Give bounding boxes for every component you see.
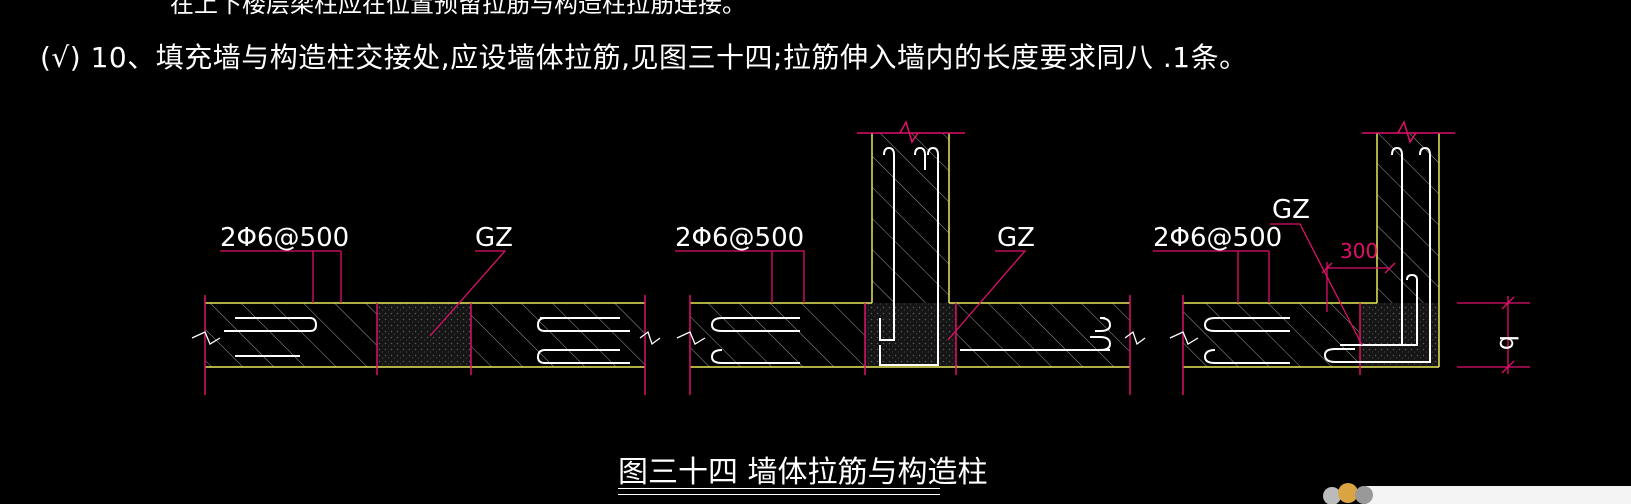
column-label: GZ	[475, 223, 513, 253]
break-line-icon	[899, 120, 919, 144]
detail-1-straight-wall: 2Φ6@500 GZ	[191, 223, 661, 395]
break-line-icon	[1169, 331, 1199, 345]
break-line-icon	[1124, 330, 1146, 346]
column-core	[377, 303, 471, 367]
rebar-label: 2Φ6@500	[220, 223, 349, 253]
rebar-label: 2Φ6@500	[1153, 223, 1282, 253]
detail-2-tee-wall: 2Φ6@500 GZ	[675, 120, 1146, 395]
column-label: GZ	[997, 223, 1035, 253]
thickness-label: b	[1494, 335, 1522, 350]
note-cut-line: 在上下楼层梁柱应在位置预留拉筋与构造柱拉筋连接。	[170, 0, 746, 18]
column-label: GZ	[1272, 195, 1310, 225]
rebar-label: 2Φ6@500	[675, 223, 804, 253]
break-line-icon	[1397, 120, 1417, 144]
note-item-10: (√) 10、填充墙与构造柱交接处,应设墙体拉筋,见图三十四;拉筋伸入墙内的长度…	[40, 41, 1248, 74]
detail-3-corner-wall: 2Φ6@500 GZ 300 b	[1153, 120, 1530, 395]
break-line-icon	[191, 331, 221, 345]
caption-underline	[618, 488, 940, 489]
figure-caption: 图三十四 墙体拉筋与构造柱	[618, 455, 988, 490]
caption-underline	[618, 494, 940, 495]
watermark-icon	[1323, 483, 1631, 504]
dimension-label: 300	[1340, 239, 1378, 263]
break-line-icon	[639, 330, 661, 346]
break-line-icon	[676, 331, 706, 345]
